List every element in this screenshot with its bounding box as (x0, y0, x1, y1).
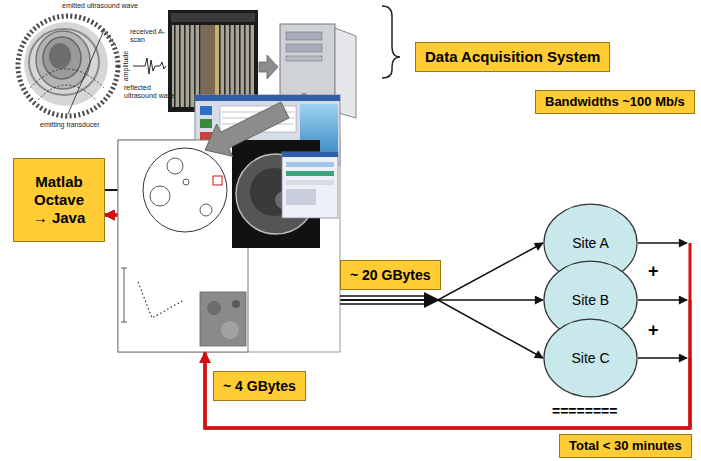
return-arrowhead (199, 351, 211, 363)
figure-label: emitting transducer (40, 121, 100, 129)
software-screenshots-part (124, 268, 125, 322)
annotation: ======== (552, 403, 617, 419)
software-screenshots-part (282, 152, 338, 218)
node-text: Site A (572, 235, 609, 252)
site-circle: Site C (543, 318, 638, 398)
flow-arrow (205, 102, 289, 156)
transducer-ring-part (49, 43, 71, 69)
software-screenshots-part (167, 158, 183, 174)
transducer-ring-part (133, 58, 166, 74)
brace (382, 6, 400, 78)
software-screenshots-part (286, 171, 334, 176)
node-text: Matlab Octave → Java (29, 173, 89, 227)
connector-line (638, 242, 687, 244)
rack-photo-part (171, 13, 255, 22)
data-trunk-part (340, 303, 426, 305)
pc-tower-part (286, 32, 322, 40)
software-screenshots-part (213, 176, 222, 185)
transducer-ring-part (68, 30, 104, 114)
software-screenshots-part (183, 179, 189, 185)
figure-label: emitted ultrasound wave (62, 2, 138, 10)
connector-line (638, 357, 687, 359)
transducer-ring-part (36, 31, 90, 89)
figure-label: amplitude (122, 51, 130, 81)
software-screenshots-part (286, 180, 334, 185)
label-box: ~ 20 GBytes (340, 260, 441, 290)
label-box: Bandwidths ~100 Mb/s (535, 90, 695, 114)
label-box: Data Acquisition System (415, 42, 610, 72)
software-screenshots-part (207, 301, 221, 315)
software-screenshots-part (118, 140, 340, 352)
node-text: ~ 4 GBytes (223, 378, 296, 395)
software-screenshots-part (221, 321, 239, 339)
software-screenshots-part (138, 282, 184, 318)
software-screenshots-part (121, 268, 127, 269)
transducer-ring-part (43, 37, 81, 79)
software-screenshots-part (200, 106, 212, 115)
node-text: Data Acquisition System (425, 48, 600, 66)
transducer-ring-part (18, 16, 118, 116)
software-screenshots-part (200, 292, 246, 346)
software-screenshots-part (195, 95, 340, 101)
software-screenshots-part (282, 152, 338, 157)
data-trunk-part (340, 295, 426, 297)
transfer-arrow (259, 55, 278, 79)
node-text: Site B (572, 292, 609, 309)
software-screenshots-part (286, 189, 316, 205)
figure-label: reflected ultrasound wave (124, 84, 182, 100)
transducer-ring-part (38, 85, 96, 100)
data-trunk (340, 292, 440, 308)
software-screenshots-part (143, 148, 227, 232)
node-text: Total < 30 minutes (569, 438, 682, 454)
software-screenshots-part (121, 322, 127, 323)
node-text: Site C (571, 350, 609, 367)
connector-line (638, 299, 687, 301)
transducer-ring-part (24, 22, 108, 106)
software-screenshots-part (286, 162, 334, 167)
software-screenshots-part (150, 186, 170, 206)
software-screenshots-part (200, 119, 212, 128)
figure-label: received A-scan (130, 28, 170, 44)
label-box: ~ 4 GBytes (213, 371, 306, 401)
pc-tower-part (286, 44, 322, 52)
transducer-ring-part (29, 29, 99, 95)
node-text: Bandwidths ~100 Mb/s (545, 94, 685, 110)
data-trunk-part (424, 292, 440, 308)
node-text: ~ 20 GBytes (350, 267, 431, 284)
software-screenshots-part (200, 204, 212, 216)
label-box: Total < 30 minutes (559, 434, 692, 458)
annotation: + (648, 320, 659, 341)
software-screenshots-part (232, 300, 240, 308)
label-box: Matlab Octave → Java (13, 158, 105, 242)
transducer-ring-part (30, 69, 104, 88)
software-screenshots (118, 95, 340, 352)
circle-shape (544, 319, 637, 397)
annotation: + (648, 261, 659, 282)
pc-tower-part (286, 56, 322, 61)
software-screenshots-part (118, 140, 248, 352)
